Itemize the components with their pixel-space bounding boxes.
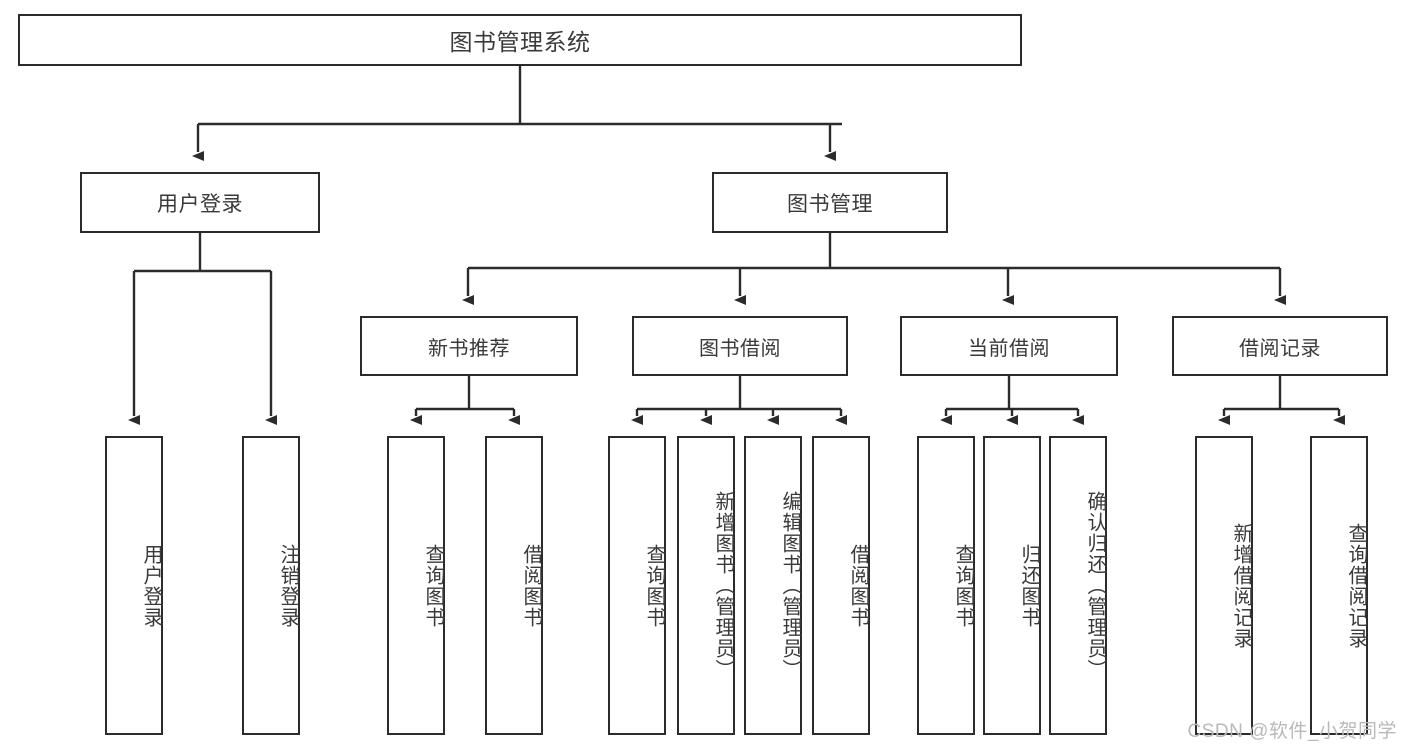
- node-root[interactable]: 图书管理系统: [18, 14, 1022, 66]
- node-book-borrow-label: 图书借阅: [699, 337, 781, 360]
- node-leaf-query-book-3[interactable]: 查询图书: [917, 436, 975, 735]
- node-book-manage-label: 图书管理: [787, 192, 873, 216]
- node-leaf-return-book-label: 归还图书: [1018, 543, 1040, 628]
- node-leaf-logout-label: 注销登录: [277, 543, 299, 628]
- node-user-login[interactable]: 用户登录: [80, 172, 320, 233]
- node-current-borrow[interactable]: 当前借阅: [900, 316, 1118, 376]
- node-leaf-query-record[interactable]: 查询借阅记录: [1310, 436, 1368, 735]
- node-leaf-borrow-book-1-label: 借阅图书: [520, 543, 542, 628]
- node-leaf-query-book-2-label: 查询图书: [643, 543, 665, 628]
- node-leaf-query-book-1[interactable]: 查询图书: [387, 436, 445, 735]
- node-leaf-logout[interactable]: 注销登录: [242, 436, 300, 735]
- node-leaf-borrow-book-1[interactable]: 借阅图书: [485, 436, 543, 735]
- node-leaf-add-book-label: 新增图书（管理员）: [712, 491, 734, 680]
- node-root-label: 图书管理系统: [449, 29, 591, 55]
- node-leaf-query-record-label: 查询借阅记录: [1345, 522, 1367, 649]
- node-leaf-confirm-return[interactable]: 确认归还（管理员）: [1049, 436, 1107, 735]
- node-leaf-borrow-book-2-label: 借阅图书: [847, 543, 869, 628]
- watermark: CSDN @软件_小贺同学: [1187, 721, 1397, 742]
- node-borrow-record[interactable]: 借阅记录: [1172, 316, 1388, 376]
- node-borrow-record-label: 借阅记录: [1239, 337, 1321, 360]
- node-leaf-query-book-1-label: 查询图书: [422, 543, 444, 628]
- node-leaf-borrow-book-2[interactable]: 借阅图书: [812, 436, 870, 735]
- node-current-borrow-label: 当前借阅: [968, 337, 1050, 360]
- node-leaf-edit-book[interactable]: 编辑图书（管理员）: [744, 436, 802, 735]
- node-leaf-user-login[interactable]: 用户登录: [105, 436, 163, 735]
- node-leaf-query-book-3-label: 查询图书: [952, 543, 974, 628]
- node-leaf-add-record-label: 新增借阅记录: [1230, 522, 1252, 649]
- node-user-login-label: 用户登录: [157, 192, 243, 216]
- node-leaf-confirm-return-label: 确认归还（管理员）: [1084, 491, 1106, 680]
- node-new-book-recommend[interactable]: 新书推荐: [360, 316, 578, 376]
- node-leaf-user-login-label: 用户登录: [140, 543, 162, 628]
- node-book-borrow[interactable]: 图书借阅: [632, 316, 848, 376]
- node-leaf-add-book[interactable]: 新增图书（管理员）: [677, 436, 735, 735]
- node-leaf-query-book-2[interactable]: 查询图书: [608, 436, 666, 735]
- node-new-book-recommend-label: 新书推荐: [428, 337, 510, 360]
- node-book-manage[interactable]: 图书管理: [712, 172, 948, 233]
- node-leaf-return-book[interactable]: 归还图书: [983, 436, 1041, 735]
- node-leaf-add-record[interactable]: 新增借阅记录: [1195, 436, 1253, 735]
- node-leaf-edit-book-label: 编辑图书（管理员）: [779, 491, 801, 680]
